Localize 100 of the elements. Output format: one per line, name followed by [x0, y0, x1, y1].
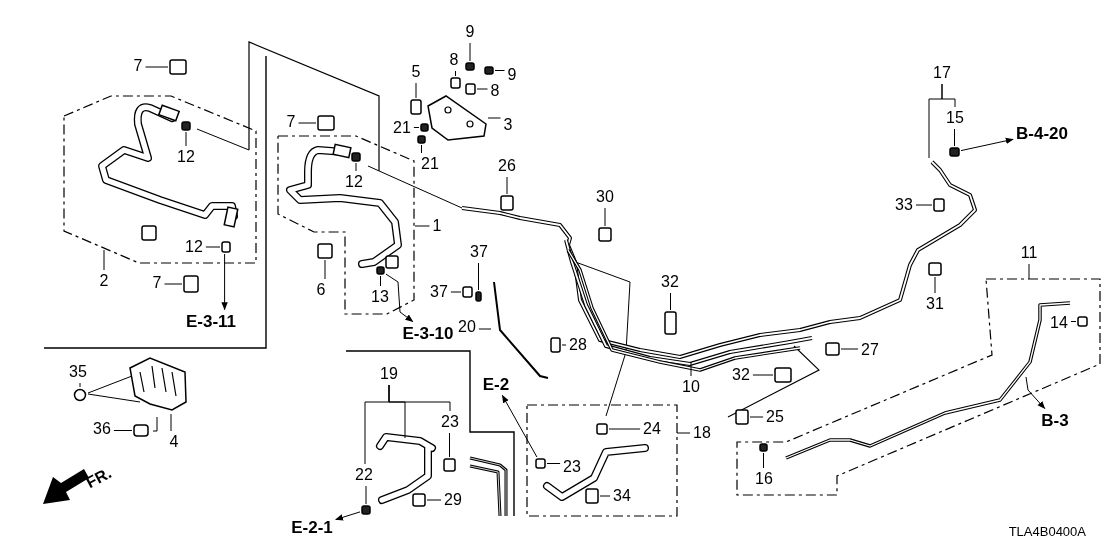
leader-line — [324, 259, 326, 280]
leader-line — [298, 122, 317, 124]
reference-label: E-3-11 — [184, 311, 238, 331]
clip-drawing — [775, 368, 791, 382]
clip-drawing — [485, 67, 493, 74]
callout-number: 15 — [945, 109, 965, 127]
callout-number: 37 — [429, 283, 449, 301]
clip-drawing — [451, 78, 460, 88]
callout-number: 1 — [431, 217, 443, 235]
callout-number: 14 — [1049, 314, 1069, 332]
clip-drawing — [929, 263, 941, 275]
clip-drawing — [318, 116, 334, 130]
callout-number: 12 — [344, 173, 364, 191]
clip-drawing — [501, 196, 513, 210]
leader-line — [449, 432, 450, 458]
clip-drawing — [352, 153, 360, 161]
reference-arrow — [501, 394, 538, 458]
callout-number: 8 — [448, 51, 460, 69]
clip-drawing — [760, 444, 767, 451]
callout-number: 18 — [692, 424, 712, 442]
leader-line — [103, 249, 105, 271]
clip-drawing — [551, 338, 560, 352]
reference-arrow — [385, 273, 414, 322]
leader-line — [494, 70, 505, 71]
callout-number: 29 — [443, 491, 463, 509]
nut-drawing — [74, 389, 86, 401]
callout-number: 7 — [151, 274, 163, 292]
leader-line — [185, 131, 187, 147]
callout-number: 20 — [457, 318, 477, 336]
clip-drawing — [362, 506, 370, 514]
clip-drawing — [1078, 317, 1087, 326]
leader-line — [478, 262, 479, 291]
leader-line — [506, 176, 508, 195]
callout-number: 10 — [681, 378, 701, 396]
clip-drawing — [444, 459, 455, 471]
leader-line — [476, 88, 488, 90]
callout-number: 9 — [506, 66, 518, 84]
leader-line — [546, 463, 561, 464]
callout-number: 7 — [285, 113, 297, 131]
clip-drawing — [599, 228, 611, 241]
reference-label: E-3-10 — [401, 323, 455, 343]
callout-number: 22 — [354, 466, 374, 484]
leader-line — [450, 291, 462, 293]
clip-drawing — [421, 124, 428, 131]
leader-line — [561, 344, 567, 346]
callout-number: 21 — [420, 155, 440, 173]
clip-drawing — [466, 63, 474, 70]
leader-line — [670, 292, 671, 311]
clip-drawing — [418, 136, 425, 143]
leader-line — [145, 66, 169, 68]
leader-line — [915, 204, 933, 206]
leader-line — [749, 416, 764, 418]
clip-drawing — [184, 276, 198, 292]
callout-number: 28 — [568, 336, 588, 354]
callout-number: 2 — [98, 272, 110, 290]
callout-number: 3 — [502, 116, 514, 134]
leader-line — [840, 348, 859, 350]
callout-number: 31 — [925, 295, 945, 313]
callout-number: 32 — [660, 273, 680, 291]
reference-arrow — [221, 253, 228, 311]
clip-drawing — [736, 410, 748, 424]
leader-line — [380, 275, 381, 287]
callout-number: 34 — [612, 487, 632, 505]
leader-line — [113, 430, 133, 431]
clip-drawing — [586, 489, 598, 503]
heat-shield-drawing — [128, 356, 188, 412]
callout-number: 12 — [184, 238, 204, 256]
reference-label: E-2 — [481, 374, 511, 394]
leader-line — [365, 485, 367, 505]
clip-drawing — [463, 287, 472, 297]
leader-line — [414, 225, 430, 227]
leader-line — [934, 276, 936, 294]
leader-line — [608, 428, 641, 430]
leader-line — [763, 452, 764, 469]
leader-line — [421, 144, 422, 154]
leader-line — [355, 162, 357, 172]
leader-line — [752, 374, 774, 376]
clip-drawing — [597, 424, 607, 434]
callout-number: 32 — [731, 366, 751, 384]
leader-line — [676, 432, 691, 434]
clip-drawing — [466, 84, 475, 94]
bolt-drawing — [134, 425, 148, 436]
leader-line — [604, 207, 606, 227]
drawing-code: TLA4B0400A — [1008, 525, 1086, 538]
leader-line — [455, 70, 456, 77]
clip-drawing — [318, 244, 332, 258]
leader-line — [941, 83, 956, 108]
callout-number: 35 — [68, 363, 88, 381]
callout-number: 16 — [754, 470, 774, 488]
clip-drawing — [170, 60, 186, 74]
clip-drawing — [950, 148, 959, 156]
clip-drawing — [826, 343, 839, 355]
leader-line — [1070, 321, 1077, 322]
callout-number: 4 — [168, 433, 180, 451]
leader-line — [1028, 263, 1030, 280]
callout-number: 23 — [440, 413, 460, 431]
callout-number: 37 — [469, 243, 489, 261]
leader-line — [954, 128, 955, 147]
clip-drawing — [411, 100, 421, 114]
callout-number: 21 — [392, 119, 412, 137]
